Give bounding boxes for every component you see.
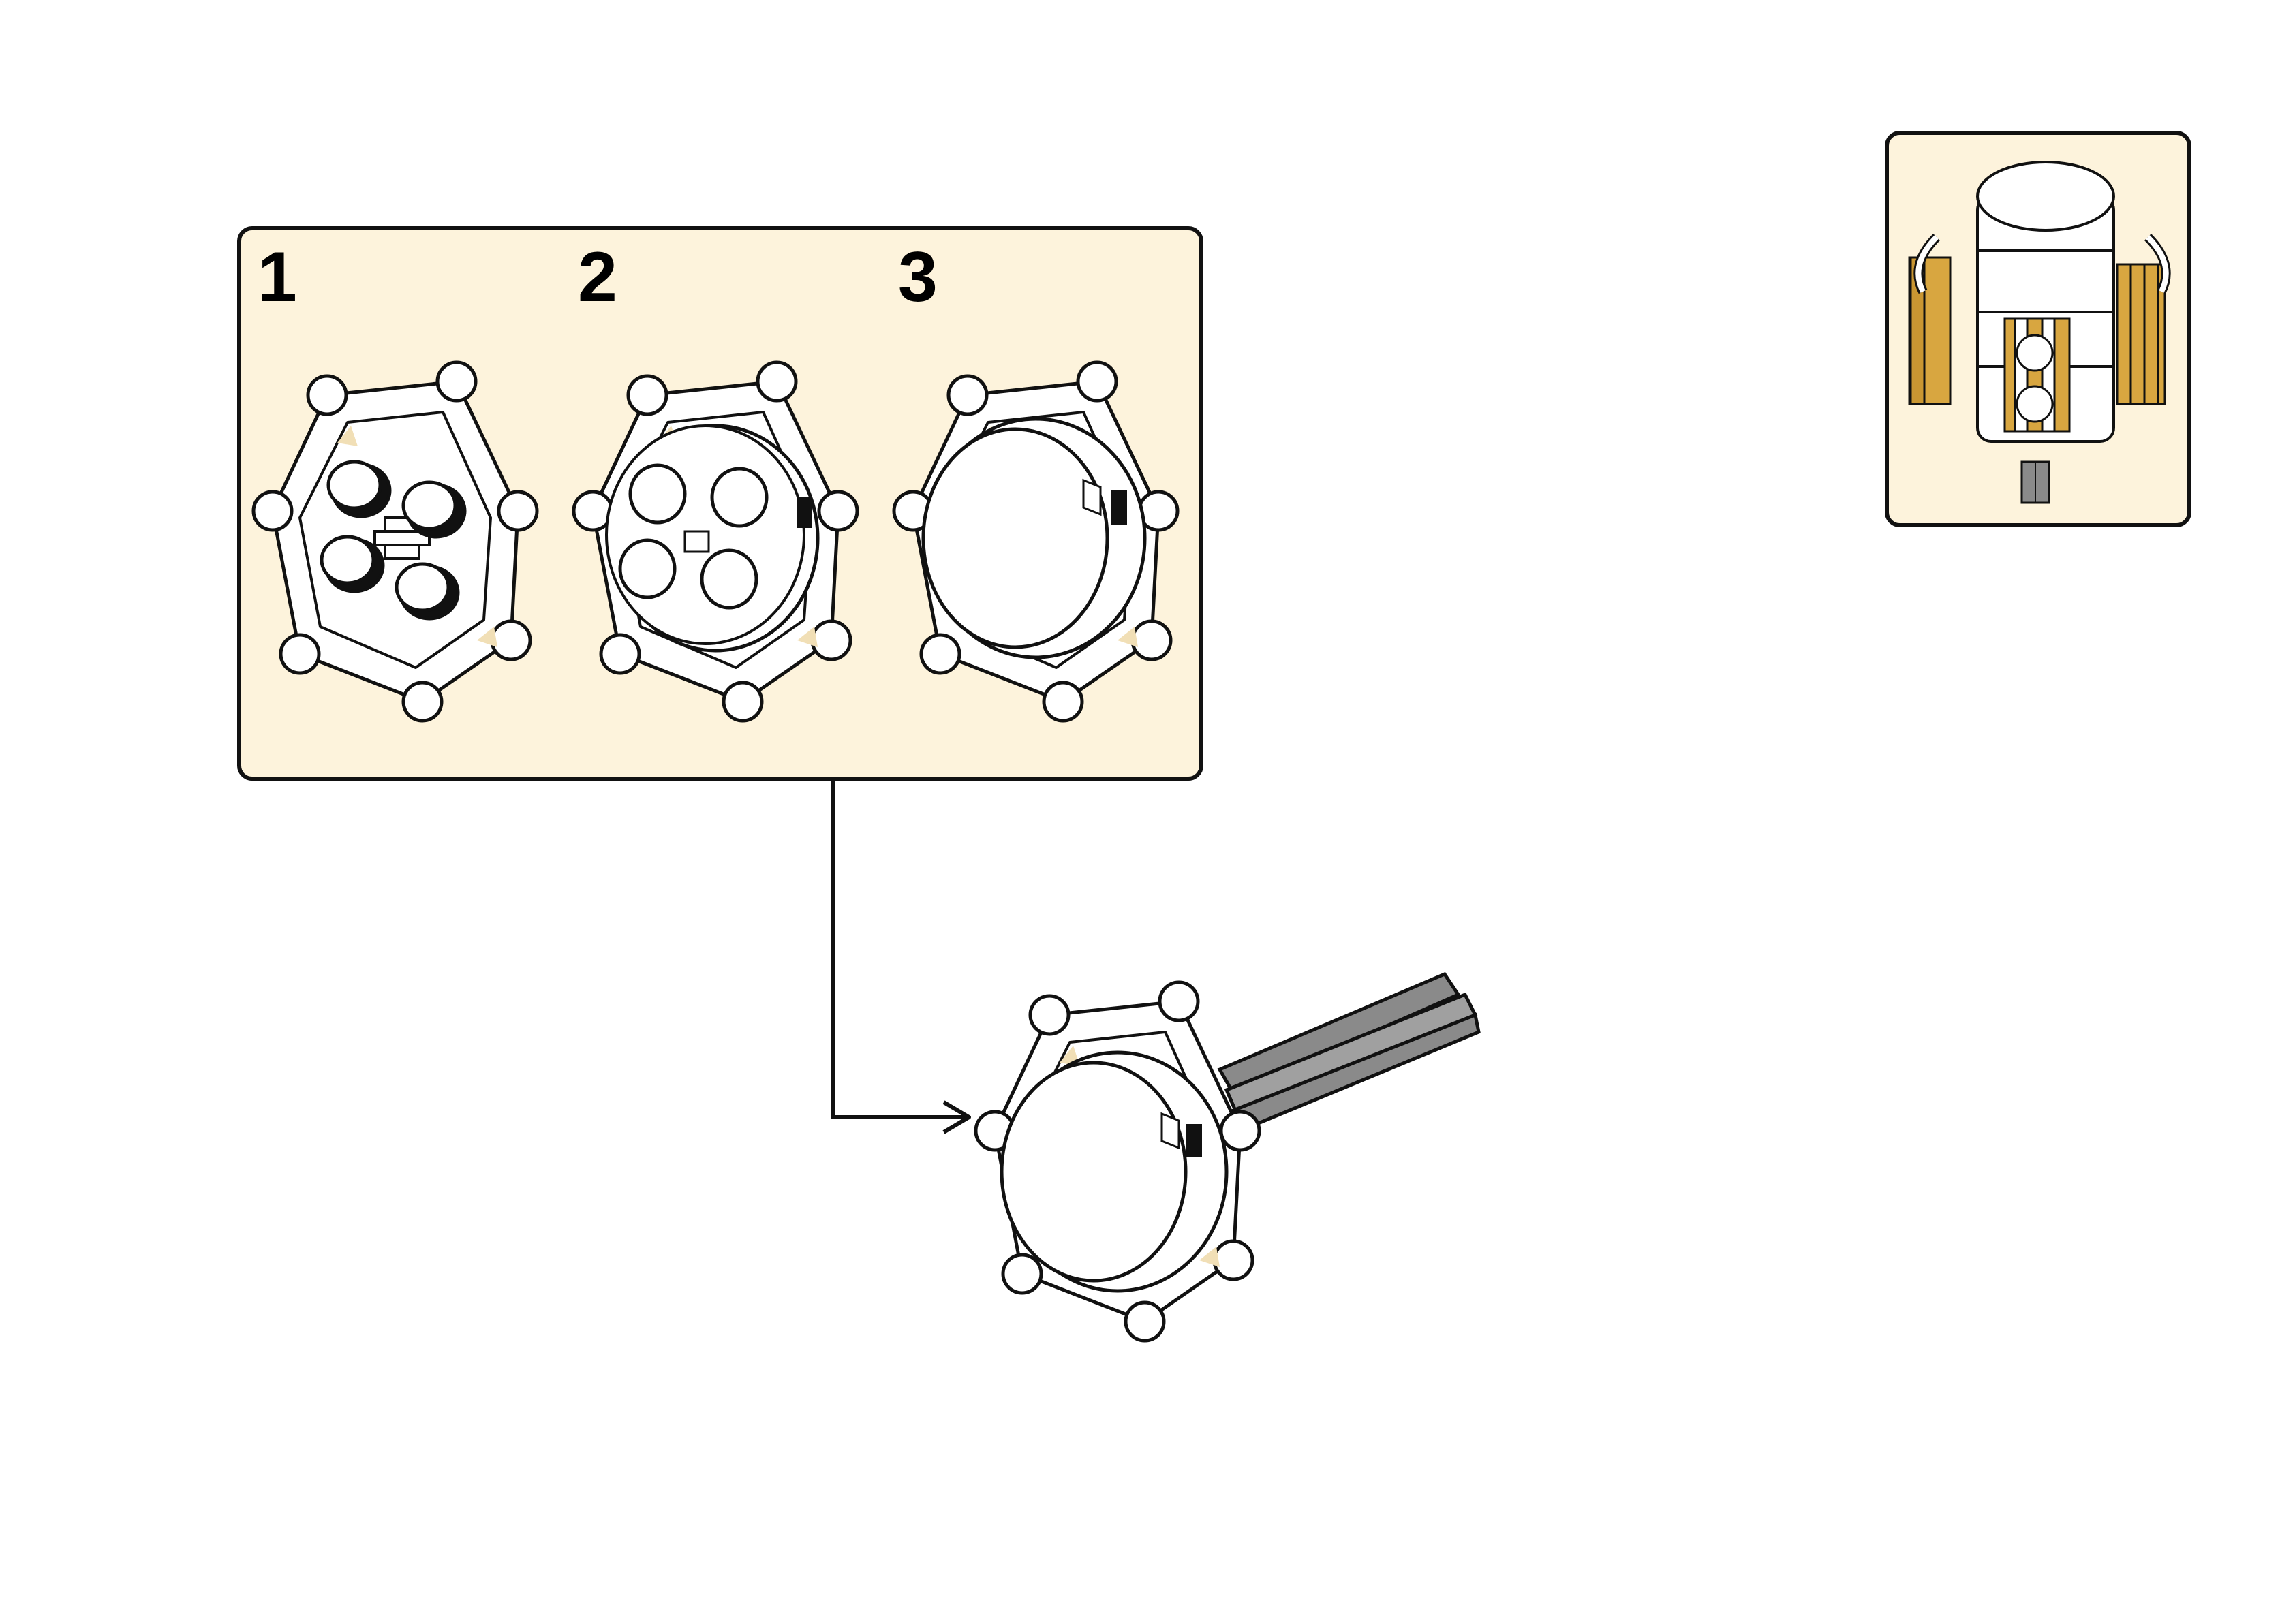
step-1-part (402, 538, 403, 539)
step-number-2: 2 (578, 238, 617, 317)
step-2-part (722, 538, 723, 539)
step-number-3: 3 (898, 238, 938, 317)
axle (1217, 971, 1481, 1134)
step-number-1: 1 (258, 238, 297, 317)
main-assembly (1124, 971, 1481, 1159)
model-preview-thumbnail (1885, 131, 2191, 527)
